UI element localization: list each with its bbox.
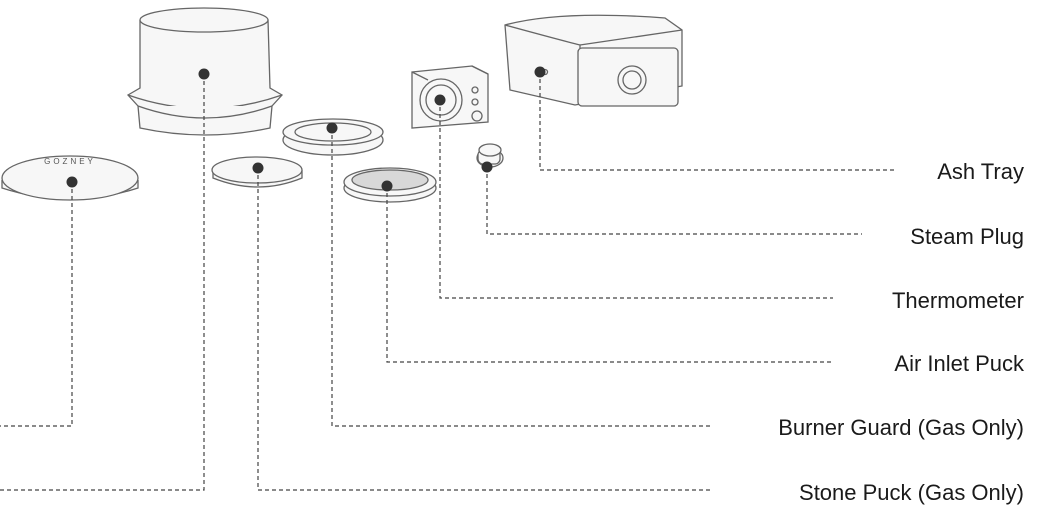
anchor-dot-burner-guard <box>326 122 338 134</box>
leader-line-steam-plug <box>486 167 862 235</box>
label-stone-puck: Stone Puck (Gas Only) <box>799 480 1024 505</box>
anchor-dot-ash-tray <box>534 66 546 78</box>
steam-plug-illustration <box>476 143 504 168</box>
leader-line-air-inlet-puck <box>386 186 833 363</box>
label-ash-tray: Ash Tray <box>937 159 1024 184</box>
label-air-inlet-puck: Air Inlet Puck <box>894 351 1024 376</box>
leader-line-lid <box>0 182 73 427</box>
anchor-dot-thermometer <box>434 94 446 106</box>
leader-line-ash-tray <box>539 72 895 171</box>
leader-line-burner-guard <box>331 128 710 427</box>
anchor-dot-chimney <box>198 68 210 80</box>
leader-line-chimney <box>0 74 205 491</box>
ash-tray-illustration <box>504 14 683 107</box>
anchor-dot-air-inlet-puck <box>381 180 393 192</box>
label-thermometer: Thermometer <box>891 288 1024 313</box>
anchor-dot-lid <box>66 176 78 188</box>
leader-line-thermometer <box>439 100 833 299</box>
thermometer-illustration <box>411 65 489 129</box>
brand-logo-text: GOZNEY <box>44 157 96 166</box>
label-burner-guard: Burner Guard (Gas Only) <box>778 415 1024 440</box>
leader-line-stone-puck <box>257 168 710 491</box>
label-steam-plug: Steam Plug <box>910 224 1024 249</box>
anchor-dot-steam-plug <box>481 161 493 173</box>
anchor-dot-stone-puck <box>252 162 264 174</box>
